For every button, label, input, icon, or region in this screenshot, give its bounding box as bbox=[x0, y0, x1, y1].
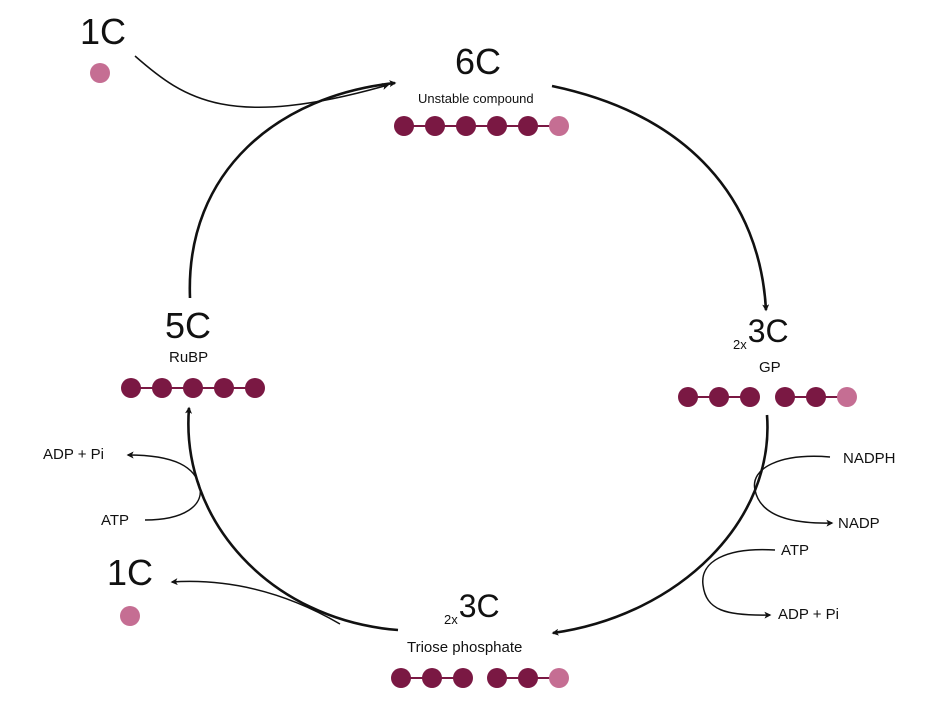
carbon-atom bbox=[518, 668, 538, 688]
output-carbon-atom bbox=[120, 606, 140, 626]
carbon-atom bbox=[152, 378, 172, 398]
triose-count: 3C bbox=[458, 588, 500, 624]
carbon-atom bbox=[487, 668, 507, 688]
carbon-atom bbox=[740, 387, 760, 407]
reduction-atp-arrow bbox=[702, 548, 776, 619]
unstable-compound-molecule bbox=[394, 116, 569, 136]
triose-to-rubp-arrow bbox=[185, 406, 399, 632]
triose-molecule-a bbox=[391, 668, 473, 688]
unstable-compound-label: Unstable compound bbox=[418, 91, 534, 106]
carbon-atom bbox=[214, 378, 234, 398]
carbon-atom bbox=[487, 116, 507, 136]
carbon-atom bbox=[678, 387, 698, 407]
rubp-to-unstable-arrow bbox=[188, 80, 397, 299]
carbon-output-arrow bbox=[170, 578, 341, 625]
gp-label: GP bbox=[759, 359, 781, 376]
rubp-molecule bbox=[121, 378, 265, 398]
nadph-label: NADPH bbox=[843, 450, 896, 467]
output-carbon-label: 1C bbox=[107, 552, 154, 593]
carbon-atom bbox=[394, 116, 414, 136]
triose-molecule-b bbox=[487, 668, 569, 688]
unstable-carbon-count: 6C bbox=[455, 41, 502, 82]
regeneration-adp-label: ADP + Pi bbox=[43, 446, 105, 463]
carbon-atom bbox=[121, 378, 141, 398]
carbon-atom bbox=[425, 116, 445, 136]
regeneration-atp-label: ATP bbox=[101, 512, 130, 529]
carbon-atom bbox=[183, 378, 203, 398]
input-carbon-label: 1C bbox=[80, 11, 127, 52]
reduction-adp-label: ADP + Pi bbox=[778, 606, 840, 623]
carbon-atom bbox=[391, 668, 411, 688]
triose-carbon-count: 2x3C bbox=[444, 590, 500, 626]
gp-molecule-b bbox=[775, 387, 857, 407]
carbon-atom bbox=[422, 668, 442, 688]
carbon-atom bbox=[453, 668, 473, 688]
reduction-atp-label: ATP bbox=[781, 542, 810, 559]
unstable-to-gp-arrow bbox=[551, 84, 770, 312]
rubp-carbon-count: 5C bbox=[165, 305, 212, 346]
gp-multiplier: 2x bbox=[733, 337, 747, 352]
triose-multiplier: 2x bbox=[444, 612, 458, 627]
fixed-carbon-atom bbox=[549, 116, 569, 136]
gp-molecule-a bbox=[678, 387, 760, 407]
regeneration-atp-arrow bbox=[126, 451, 201, 521]
carbon-atom bbox=[518, 116, 538, 136]
fixed-carbon-atom bbox=[549, 668, 569, 688]
carbon-atom bbox=[456, 116, 476, 136]
fixed-carbon-atom bbox=[837, 387, 857, 407]
input-carbon-atom bbox=[90, 63, 110, 83]
gp-count: 3C bbox=[747, 313, 789, 349]
carbon-atom bbox=[245, 378, 265, 398]
nadph-nadp-arrow bbox=[753, 455, 834, 527]
carbon-atom bbox=[775, 387, 795, 407]
carbon-input-arrow bbox=[134, 55, 390, 109]
carbon-atom bbox=[806, 387, 826, 407]
carbon-atom bbox=[709, 387, 729, 407]
gp-carbon-count: 2x3C bbox=[733, 315, 789, 351]
nadp-label: NADP bbox=[838, 515, 880, 532]
gp-to-triose-arrow bbox=[551, 414, 769, 636]
triose-phosphate-label: Triose phosphate bbox=[407, 639, 523, 656]
rubp-label: RuBP bbox=[169, 349, 209, 366]
